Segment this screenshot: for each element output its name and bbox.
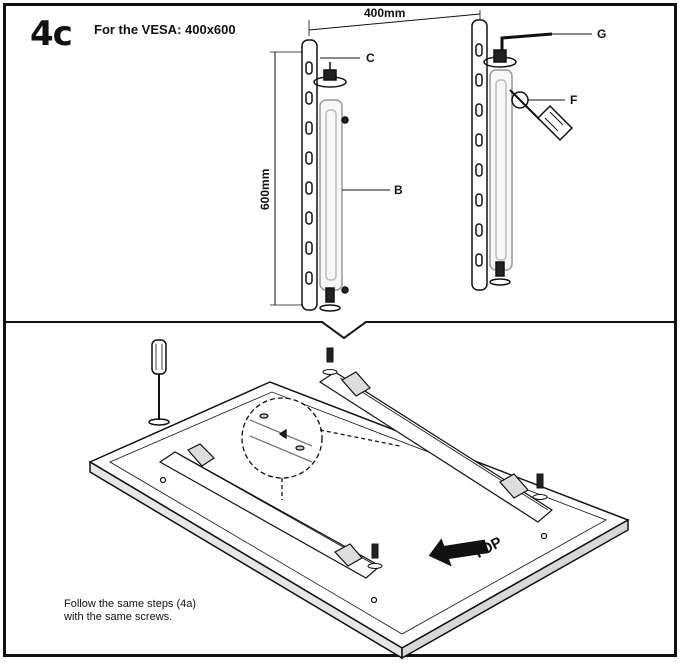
height-dimension: 600mm [258, 168, 272, 210]
left-bracket-assembly [270, 39, 390, 312]
instruction-frame [3, 3, 677, 657]
instruction-caption: Follow the same steps (4a) with the same… [64, 598, 264, 624]
screws [322, 347, 548, 569]
bottom-right-bracket [318, 371, 554, 540]
step-title: For the VESA: 400x600 [94, 22, 236, 37]
label-c: C [366, 51, 375, 65]
step-number: 4c [30, 14, 73, 54]
screwdriver [148, 339, 170, 426]
right-bracket-assembly [471, 19, 592, 291]
caption-line-2: with the same screws. [64, 611, 173, 623]
width-dimension: 400mm [364, 6, 406, 20]
detail-zoom [241, 397, 401, 500]
tv-panel [88, 381, 630, 660]
label-f: F [570, 93, 578, 107]
label-b: B [394, 183, 403, 197]
label-g: G [597, 27, 607, 41]
caption-line-1: Follow the same steps (4a) [64, 598, 197, 610]
top-arrow-icon [428, 538, 490, 567]
